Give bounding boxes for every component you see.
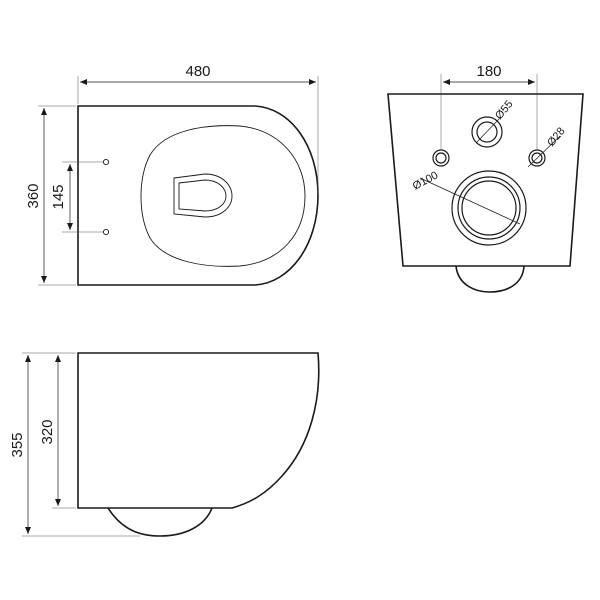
bolt-spacing-dimension-label: 145 [50,184,67,209]
bolt-hole-left-inner [435,152,447,164]
width-dimension-label: 480 [185,63,210,80]
inlet-outer [471,116,503,148]
body-height-dimension-label: 320 [39,419,56,444]
outlet-inner [461,180,517,236]
top-view-bolt-hole-lower [102,228,110,236]
inlet-diameter-label: Ø55 [493,98,516,122]
top-view-bowl-outline [77,105,319,286]
inlet-inner [476,121,498,143]
top-view: 480 360 145 [25,63,319,286]
rear-view-outlet-bulge [455,265,525,293]
outlet-middle [457,176,521,240]
top-view-bolt-hole-upper [102,158,110,166]
rear-view-body [387,93,584,267]
side-view: 355 320 [9,352,320,537]
bolt-hole-left-outer [432,149,450,167]
top-view-bowl-rim [140,125,306,267]
outlet-diameter-label: Ø100 [411,169,440,192]
side-view-outlet-bulge [107,507,213,537]
depth-dimension-label: 360 [25,183,42,208]
top-view-drain [173,173,233,218]
total-height-dimension-label: 355 [9,432,26,457]
bolt-hole-right-inner [531,152,543,164]
side-view-body [77,352,320,509]
outlet-outer [451,170,527,246]
rear-bolt-spacing-dimension-label: 180 [476,63,501,80]
top-view-drain-inner [178,179,227,212]
rear-view: 180 Ø55 Ø28 Ø100 [387,63,584,293]
bolt-hole-diameter-label: Ø28 [545,125,568,149]
